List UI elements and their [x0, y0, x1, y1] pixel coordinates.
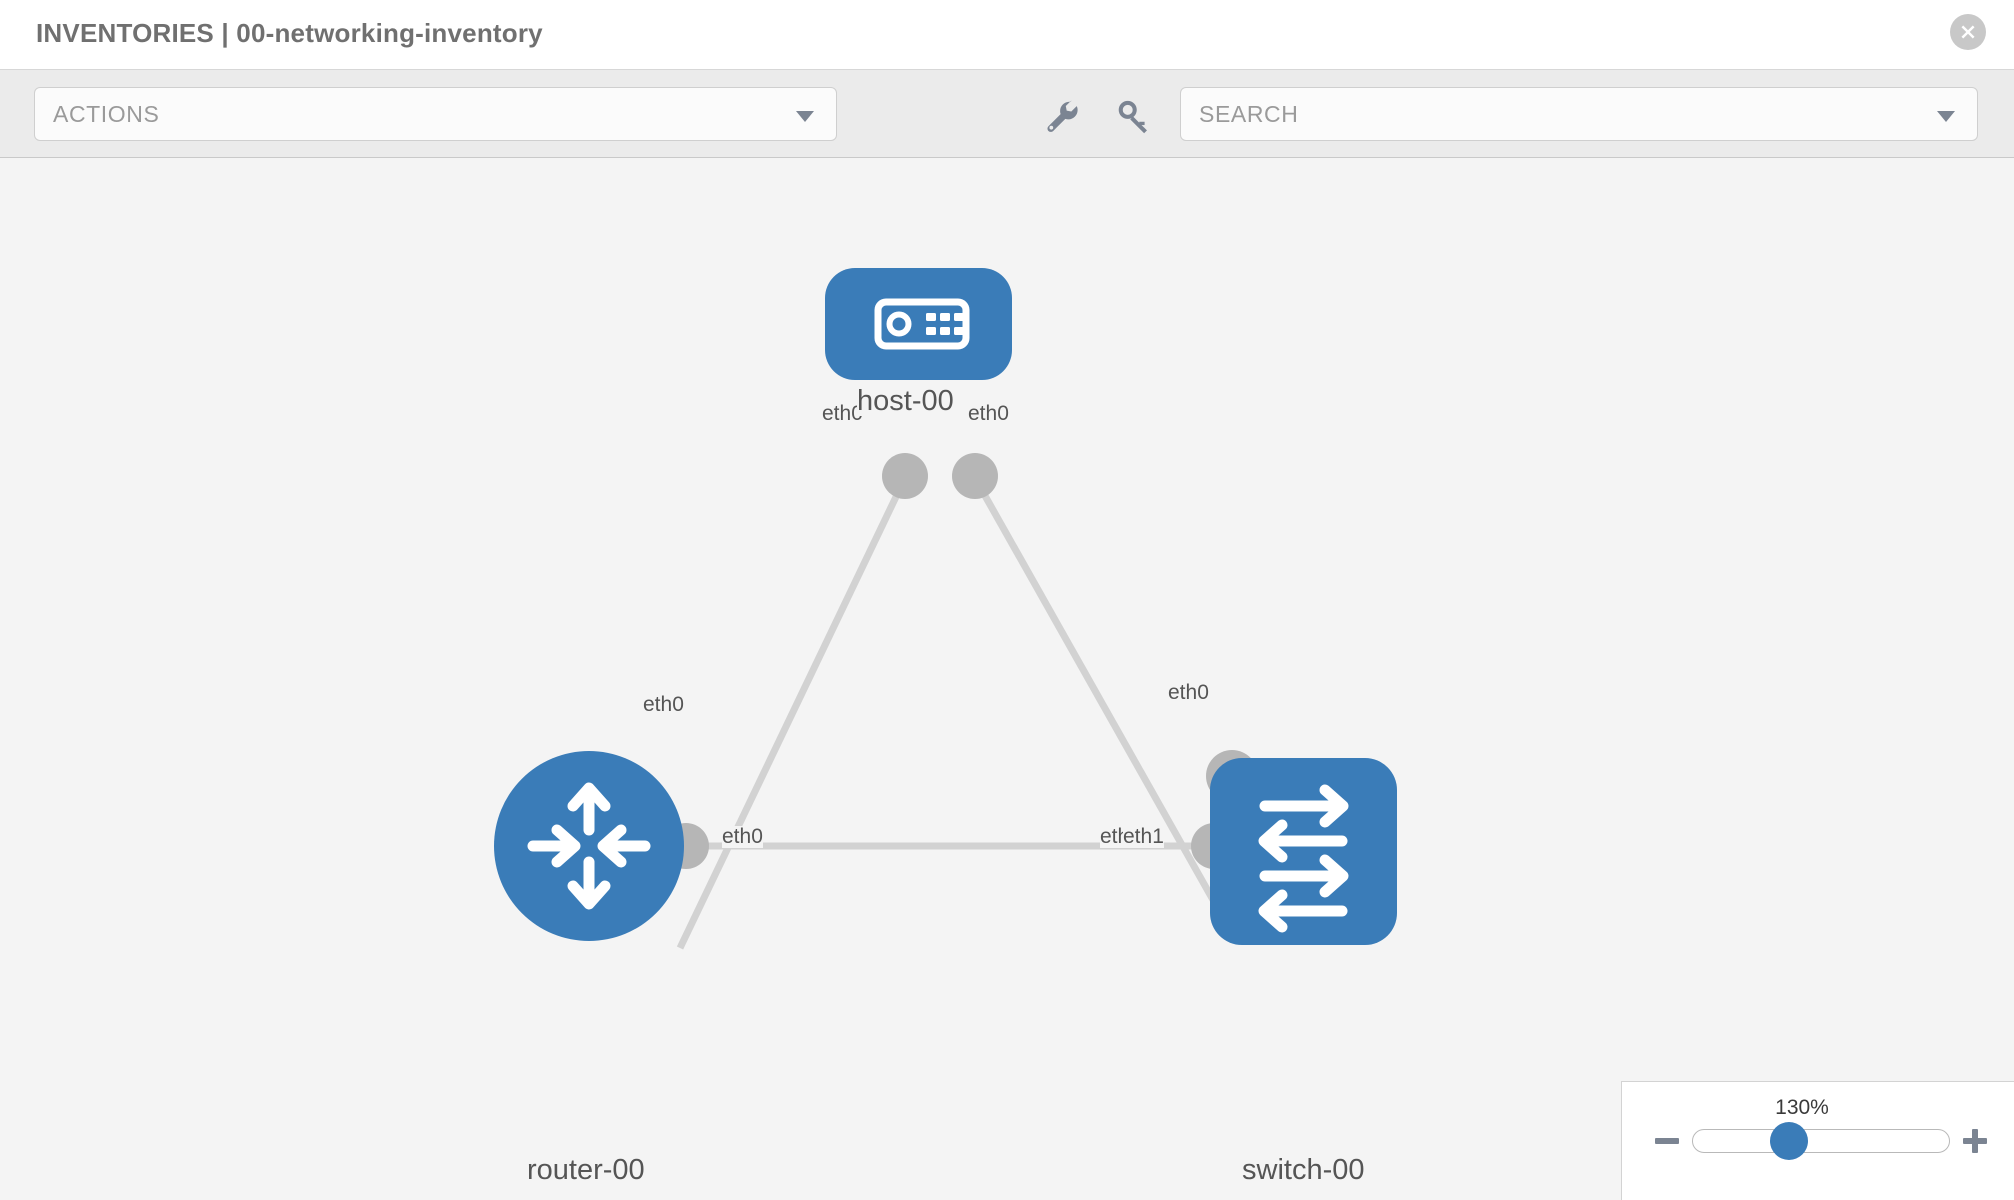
switch-arrows-icon: [1258, 784, 1349, 933]
chevron-down-icon: [796, 111, 814, 122]
toolbar: ACTIONS SEARCH: [0, 70, 2014, 158]
zoom-control-panel: 130%: [1621, 1081, 2014, 1200]
chevron-down-icon[interactable]: [1937, 111, 1955, 122]
link-host-switch: [971, 476, 1234, 932]
plus-icon[interactable]: [1960, 1126, 1990, 1156]
port-host-left: [882, 453, 928, 499]
iface-label-host-left: eth0: [822, 402, 863, 426]
key-icon[interactable]: [1113, 98, 1151, 136]
node-switch-00: [1210, 758, 1397, 945]
iface-label-host-right: eth0: [968, 402, 1009, 426]
zoom-percent-label: 130%: [1775, 1096, 1829, 1119]
zoom-slider-thumb[interactable]: [1770, 1122, 1808, 1160]
iface-label-switch-up: eth0: [1168, 681, 1209, 705]
page-title: INVENTORIES | 00-networking-inventory: [36, 18, 543, 48]
wrench-icon[interactable]: [1043, 98, 1081, 136]
node-label-router-00: router-00: [527, 1154, 645, 1186]
page-header: INVENTORIES | 00-networking-inventory: [0, 0, 2014, 70]
iface-label-switch-left: eth1: [1123, 825, 1164, 849]
search-placeholder: SEARCH: [1199, 101, 1299, 127]
iface-label-router-up: eth0: [643, 693, 684, 717]
node-label-switch-00: switch-00: [1242, 1154, 1365, 1186]
node-host-00: [825, 268, 1012, 380]
actions-dropdown[interactable]: ACTIONS: [34, 87, 837, 141]
actions-dropdown-label: ACTIONS: [53, 101, 160, 127]
topology-graph: [494, 268, 1397, 950]
node-router-00: [494, 751, 684, 941]
link-host-router: [676, 476, 909, 950]
zoom-slider-track[interactable]: [1692, 1129, 1950, 1153]
iface-label-router-right: eth0: [722, 825, 763, 849]
server-icon: [874, 298, 970, 350]
minus-icon[interactable]: [1652, 1126, 1682, 1156]
router-arrows-icon: [527, 782, 651, 910]
port-host-right: [952, 453, 998, 499]
close-icon[interactable]: [1950, 14, 1986, 50]
topology-canvas[interactable]: eth0 host-00 eth0 eth0 eth0 eth0 eth0 et…: [0, 158, 2014, 1200]
node-label-host-00: host-00: [857, 385, 954, 417]
search-input[interactable]: SEARCH: [1180, 87, 1978, 141]
